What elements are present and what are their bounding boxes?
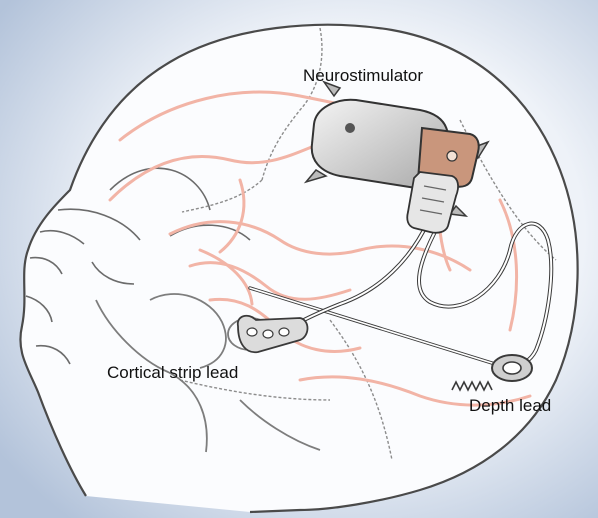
brain-vessels — [108, 90, 532, 407]
skull-sutures — [179, 27, 557, 461]
neurostimulator-device — [303, 80, 490, 234]
cortical-strip-electrode — [236, 314, 309, 354]
label-cortical-strip-lead: Cortical strip lead — [107, 363, 239, 382]
depth-lead — [248, 221, 554, 370]
depth-lead-coil — [451, 380, 493, 392]
label-neurostimulator: Neurostimulator — [303, 66, 423, 85]
label-depth-lead: Depth lead — [469, 396, 552, 415]
depth-lead-anchor — [491, 354, 533, 382]
